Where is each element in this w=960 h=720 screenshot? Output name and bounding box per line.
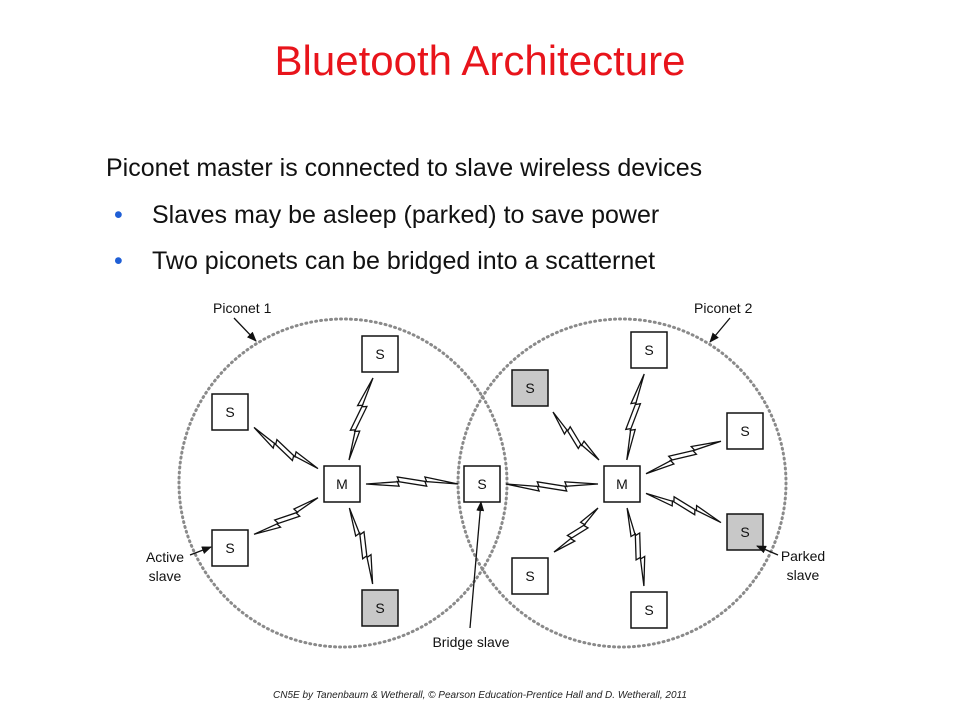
piconet-2-boundary: [456, 317, 788, 649]
bullet-marker-1: •: [114, 201, 123, 229]
radio-link-m1-p1-left: [253, 426, 319, 470]
node-box-p1-left: [211, 393, 249, 431]
slave-node-p2-top: S: [630, 331, 668, 369]
node-label-p1-bottom: S: [375, 600, 384, 616]
radio-link-m2-p2-lower-right: [645, 492, 722, 524]
intro-text: Piconet master is connected to slave wir…: [106, 154, 703, 182]
node-box-p2-right: [726, 412, 764, 450]
bridge-slave-leader: [469, 501, 485, 629]
node-label-m1: M: [336, 476, 348, 492]
bullet-text-1: Slaves may be asleep (parked) to save po…: [152, 201, 660, 229]
footer-credit: CN5E by Tanenbaum & Wetherall, © Pearson…: [273, 690, 687, 701]
node-label-bridge: S: [477, 476, 486, 492]
node-box-p2-lower-right: [726, 513, 764, 551]
slave-node-p1-lower-left: S: [211, 529, 249, 567]
node-label-p1-top: S: [375, 346, 384, 362]
bullet-text-2: Two piconets can be bridged into a scatt…: [152, 247, 656, 275]
node-box-p2-top: [630, 331, 668, 369]
node-box-p1-bottom: [361, 589, 399, 627]
parked-slave-node-p1-bottom: S: [361, 589, 399, 627]
active-slave-leader: [189, 546, 212, 556]
master-node-m1: M: [323, 465, 361, 503]
slide-title: Bluetooth Architecture: [274, 37, 686, 84]
slave-node-p2-right: S: [726, 412, 764, 450]
node-label-p2-upper-left: S: [525, 380, 534, 396]
node-label-m2: M: [616, 476, 628, 492]
slave-node-p2-bottom-left: S: [511, 557, 549, 595]
piconet-1-label: Piconet 1: [213, 300, 272, 316]
node-label-p2-top: S: [644, 342, 653, 358]
node-label-p2-lower-right: S: [740, 524, 749, 540]
bullet-marker-2: •: [114, 247, 123, 275]
node-box-bridge: [463, 465, 501, 503]
node-box-m2: [603, 465, 641, 503]
node-box-p2-bottom: [630, 591, 668, 629]
radio-link-m2-p2-right: [645, 440, 722, 475]
node-label-p2-bottom: S: [644, 602, 653, 618]
radio-link-m2-p2-top: [624, 373, 645, 461]
node-box-m1: [323, 465, 361, 503]
radio-link-m2-p2-bottom-left: [553, 507, 599, 553]
piconet-2-leader: [709, 317, 731, 343]
radio-link-m1-p1-bottom: [348, 507, 374, 585]
parked-slave-node-p2-lower-right: S: [726, 513, 764, 551]
radio-links: [253, 373, 722, 587]
node-box-p2-bottom-left: [511, 557, 549, 595]
node-label-p1-lower-left: S: [225, 540, 234, 556]
piconet-2-label: Piconet 2: [694, 300, 753, 316]
radio-link-m1-p1-top: [348, 377, 374, 461]
slave-node-p2-bottom: S: [630, 591, 668, 629]
slave-node-p1-left: S: [211, 393, 249, 431]
radio-link-m2-p2-bottom: [626, 507, 646, 587]
node-label-p2-right: S: [740, 423, 749, 439]
node-label-p2-bottom-left: S: [525, 568, 534, 584]
parked-slave-label-line2: slave: [787, 567, 820, 583]
active-slave-label-line1: Active: [146, 549, 184, 565]
parked-slave-label-line1: Parked: [781, 548, 825, 564]
device-nodes: M M S S S S S S S S S S S: [211, 331, 764, 629]
radio-link-m2-bridge: [505, 480, 599, 492]
slave-node-p1-top: S: [361, 335, 399, 373]
bridge-slave-label: Bridge slave: [432, 634, 509, 650]
node-box-p1-lower-left: [211, 529, 249, 567]
node-box-p1-top: [361, 335, 399, 373]
radio-link-m1-bridge: [365, 476, 459, 488]
piconet-1-boundary: [177, 317, 509, 649]
master-node-m2: M: [603, 465, 641, 503]
active-slave-label-line2: slave: [149, 568, 182, 584]
piconet-1-leader: [233, 317, 257, 342]
node-box-p2-upper-left: [511, 369, 549, 407]
slave-node-bridge: S: [463, 465, 501, 503]
radio-link-m1-p1-lower-left: [253, 497, 319, 535]
node-label-p1-left: S: [225, 404, 234, 420]
parked-slave-node-p2-upper-left: S: [511, 369, 549, 407]
parked-slave-leader: [756, 545, 779, 556]
radio-link-m2-p2-upper-left: [552, 411, 600, 461]
